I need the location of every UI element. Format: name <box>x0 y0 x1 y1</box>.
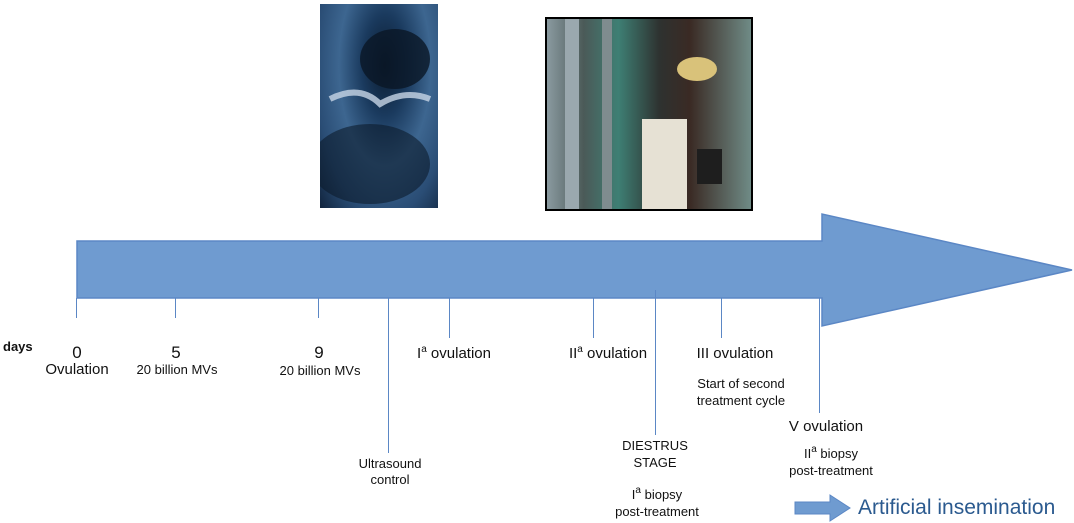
tick-third-ovulation <box>721 298 722 338</box>
day9-label: 20 billion MVs <box>279 363 361 378</box>
fifth-ovulation-label: V ovulation <box>788 418 864 435</box>
ultrasound-image <box>320 4 438 208</box>
second-cycle-line2: treatment cycle <box>696 393 786 408</box>
tick-day5 <box>175 298 176 318</box>
third-ovulation-label: III ovulation <box>696 345 774 362</box>
day5-label: 20 billion MVs <box>136 362 218 377</box>
second-ovulation-prefix: II <box>568 345 578 362</box>
first-biopsy-prefix: I <box>631 487 636 502</box>
tick-second-ovulation <box>593 298 594 338</box>
second-biopsy-sup: a <box>811 444 817 455</box>
second-biopsy-prefix: II <box>804 446 812 461</box>
first-ovulation-sup: a <box>421 344 427 355</box>
tick-day0 <box>76 298 77 318</box>
legend-label: Artificial insemination <box>858 496 1056 519</box>
day0-label: Ovulation <box>45 361 109 378</box>
first-ovulation-prefix: I <box>417 345 422 362</box>
ultrasound-line1: Ultrasound <box>358 456 422 471</box>
first-biopsy-sup: a <box>635 485 641 496</box>
legend-arrow-icon <box>794 494 851 522</box>
diestrus-line1: DIESTRUS <box>622 438 688 453</box>
cow-crate-photo <box>545 17 753 211</box>
ultrasound-line2: control <box>370 472 410 487</box>
second-biopsy-line2: post-treatment <box>789 463 873 478</box>
day9-number: 9 <box>314 343 324 362</box>
second-ovulation-suffix: ovulation <box>582 345 648 362</box>
tick-day9 <box>318 298 319 318</box>
first-ovulation-label: Ia ovulation <box>417 345 491 363</box>
second-ovulation-label: IIa ovulation <box>569 345 647 363</box>
second-biopsy-line1: IIa biopsy <box>804 444 858 462</box>
axis-label: days <box>3 339 33 354</box>
first-biopsy-line1: Ia biopsy <box>631 485 683 503</box>
first-biopsy-line2: post-treatment <box>615 504 699 519</box>
second-biopsy-suffix: biopsy <box>816 446 858 461</box>
second-ovulation-sup: a <box>577 344 583 355</box>
tick-diestrus <box>655 290 656 435</box>
day5-number: 5 <box>171 343 181 362</box>
photo-shapes <box>565 19 722 209</box>
tick-first-ovulation <box>449 298 450 338</box>
first-biopsy-suffix: biopsy <box>640 487 683 502</box>
tick-ultrasound <box>388 298 389 453</box>
day0-number: 0 <box>72 343 82 362</box>
ultrasound-texture <box>320 29 432 204</box>
first-ovulation-suffix: ovulation <box>426 345 491 362</box>
tick-fifth-ovulation <box>819 298 820 413</box>
second-cycle-line1: Start of second <box>697 376 785 391</box>
diestrus-line2: STAGE <box>633 455 677 470</box>
